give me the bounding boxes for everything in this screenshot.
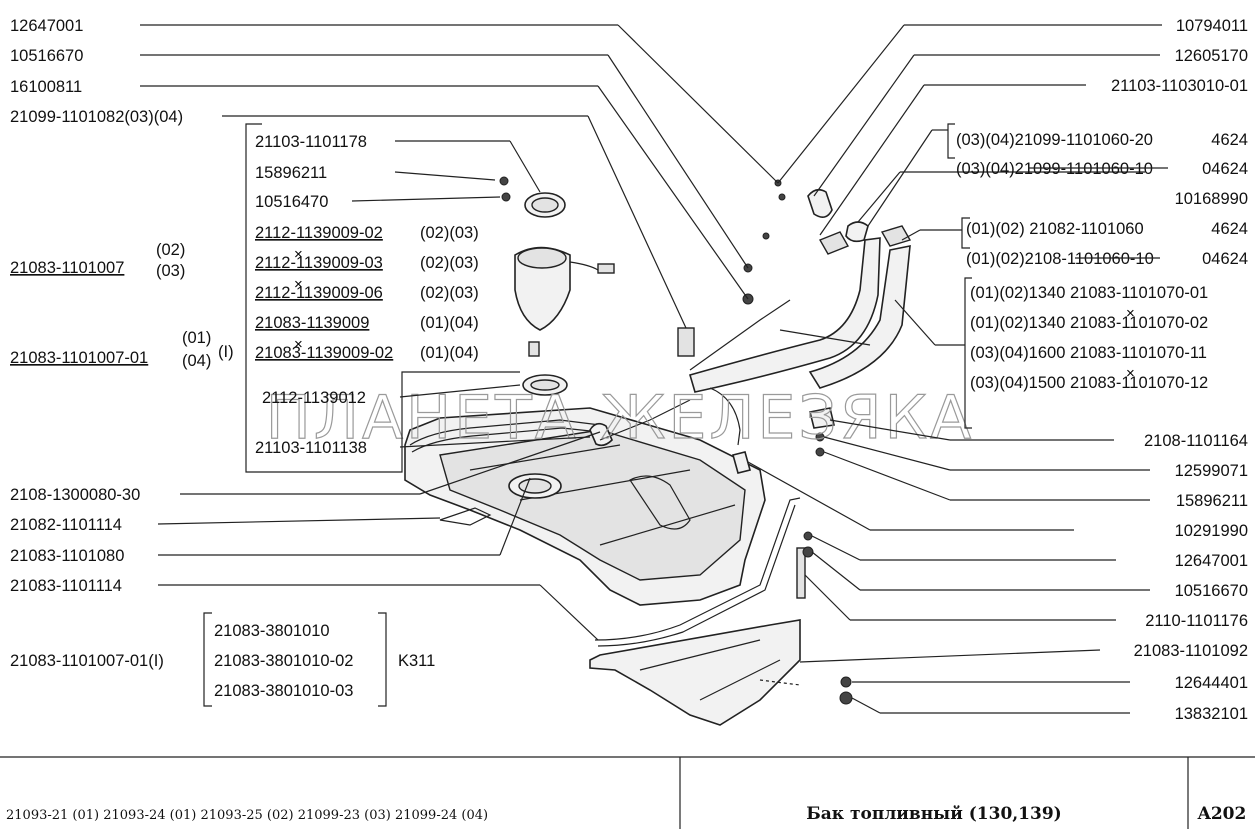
label-2108-1101164: 2108-1101164	[1144, 432, 1248, 450]
label-21083-1139009-02-code: (01)(04)	[420, 344, 479, 362]
label-2110-1101176: 2110-1101176	[1145, 612, 1248, 630]
label-2112-1139012: 2112-1139012	[262, 389, 366, 407]
kit-box-labels: 21083-3801010 21083-3801010-02 21083-380…	[214, 622, 435, 700]
label-13832101: 13832101	[1175, 705, 1248, 723]
leader-lines-left	[140, 24, 779, 641]
label-21103-1103010-01: 21103-1103010-01	[1111, 77, 1248, 95]
label-2112-1139009-02: 2112-1139009-02	[255, 224, 383, 242]
label-21083-1101007-code-b: (03)	[156, 262, 185, 280]
label-16100811: 16100811	[10, 78, 82, 96]
label-10168990: 10168990	[1175, 190, 1248, 208]
label-21083-1101070-11: (03)(04)1600 21083-1101070-11	[970, 344, 1207, 362]
label-21083-1101070-01: (01)(02)1340 21083-1101070-01	[970, 284, 1208, 302]
pump-box-labels: 21103-1101178 15896211 10516470 2112-113…	[255, 133, 479, 457]
left-labels: 12647001 10516670 16100811 21099-1101082…	[10, 17, 234, 670]
label-2112-1139009-06: 2112-1139009-06	[255, 284, 383, 302]
watermark: ПЛАНЕТА ЖЕЛЕЗЯКА	[266, 383, 974, 453]
label-2112-1139009-03: 2112-1139009-03	[255, 254, 383, 272]
mark-superscript: ×	[294, 336, 303, 353]
label-21103-1101178: 21103-1101178	[255, 133, 367, 151]
label-21083-1101007-01-i: 21083-1101007-01(I)	[10, 652, 164, 670]
label-04624-a: 04624	[1202, 160, 1248, 178]
mark-superscript: ×	[294, 276, 303, 293]
label-21082-1101114: 21082-1101114	[10, 516, 122, 534]
label-21083-1101070-12: (03)(04)1500 21083-1101070-12	[970, 374, 1208, 392]
label-21083-1101007-01-suffix: (I)	[218, 343, 234, 361]
label-21083-1101007-code-a: (02)	[156, 241, 185, 259]
label-21103-1101138: 21103-1101138	[255, 439, 367, 457]
label-21099-1101082: 21099-1101082(03)(04)	[10, 108, 183, 126]
label-21083-1101092: 21083-1101092	[1134, 642, 1248, 660]
label-15896211-box: 15896211	[255, 164, 327, 182]
label-21083-3801010-03: 21083-3801010-03	[214, 682, 353, 700]
label-21083-3801010: 21083-3801010	[214, 622, 330, 640]
right-labels: 10794011 12605170 21103-1103010-01 (03)(…	[956, 17, 1248, 723]
label-21083-1101080: 21083-1101080	[10, 547, 124, 565]
label-21083-3801010-02: 21083-3801010-02	[214, 652, 353, 670]
mark-superscript: ×	[1126, 305, 1135, 322]
mark-superscript: ×	[1126, 365, 1135, 382]
label-04624-b: 04624	[1202, 250, 1248, 268]
label-21083-1101070-02: (01)(02)1340 21083-1101070-02	[970, 314, 1208, 332]
label-k311: K311	[398, 652, 435, 670]
label-21099-1101060-10: (03)(04)21099-1101060-10	[956, 160, 1153, 178]
label-2112-1139009-03-code: (02)(03)	[420, 254, 479, 272]
label-4624-b: 4624	[1211, 220, 1248, 238]
label-15896211-right: 15896211	[1176, 492, 1248, 510]
footer-models: 21093-21 (01) 21093-24 (01) 21093-25 (02…	[6, 808, 488, 823]
label-2112-1139009-06-code: (02)(03)	[420, 284, 479, 302]
mark-superscript: ×	[294, 246, 303, 263]
label-21083-1101007-01-code-a: (01)	[182, 329, 211, 347]
label-2112-1139009-02-code: (02)(03)	[420, 224, 479, 242]
bottom-kit-bracket	[203, 612, 387, 707]
footer-code: A202	[1197, 804, 1247, 824]
label-12644401: 12644401	[1175, 674, 1248, 692]
label-21083-1139009: 21083-1139009	[255, 314, 369, 332]
label-21083-1101007-01-code-b: (04)	[182, 352, 211, 370]
label-2108-1101060-10: (01)(02)2108-1101060-10	[966, 250, 1154, 268]
label-21083-1139009-code: (01)(04)	[420, 314, 479, 332]
label-21083-1101007-01: 21083-1101007-01	[10, 349, 148, 367]
label-21083-1101007: 21083-1101007	[10, 259, 124, 277]
label-10794011: 10794011	[1176, 17, 1248, 35]
leader-lines-right	[747, 24, 1162, 714]
fuel-tank-illustration	[404, 176, 912, 726]
label-4624-a: 4624	[1211, 131, 1248, 149]
label-10516670: 10516670	[10, 47, 83, 65]
label-10516670-right: 10516670	[1175, 582, 1248, 600]
label-12599071: 12599071	[1175, 462, 1248, 480]
label-10291990: 10291990	[1175, 522, 1248, 540]
label-12647001: 12647001	[10, 17, 83, 35]
label-21082-1101060: (01)(02) 21082-1101060	[966, 220, 1144, 238]
label-12605170: 12605170	[1175, 47, 1248, 65]
label-21083-1139009-02: 21083-1139009-02	[255, 344, 393, 362]
label-12647001-right: 12647001	[1175, 552, 1248, 570]
label-2108-1300080-30: 2108-1300080-30	[10, 486, 140, 504]
title-block: 21093-21 (01) 21093-24 (01) 21093-25 (02…	[0, 756, 1255, 829]
label-21083-1101114: 21083-1101114	[10, 577, 122, 595]
footer-title: Бак топливный (130,139)	[806, 804, 1061, 824]
label-21099-1101060-20: (03)(04)21099-1101060-20	[956, 131, 1153, 149]
label-10516470: 10516470	[255, 193, 328, 211]
